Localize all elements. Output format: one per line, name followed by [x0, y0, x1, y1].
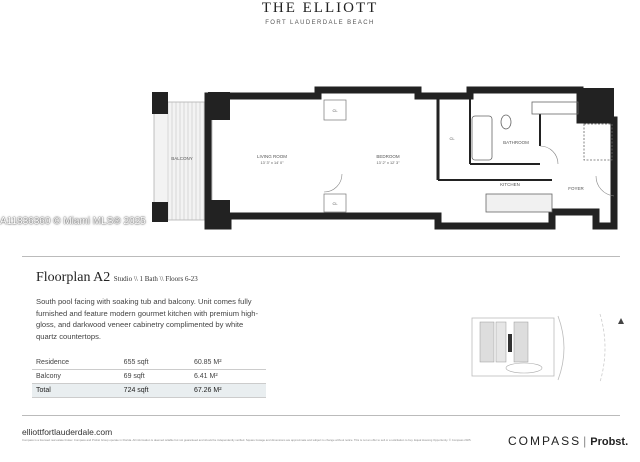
website-link[interactable]: elliottfortlauderdale.com	[22, 427, 113, 437]
table-row-total: Total 724 sqft 67.26 M²	[32, 383, 266, 398]
area-sqft: 69 sqft	[119, 369, 190, 384]
toilet	[500, 114, 512, 130]
mls-watermark: A11836360 © Miami MLS® 2025	[0, 216, 146, 227]
area-sqft: 724 sqft	[119, 383, 190, 398]
floor-plan: BALCONY LIVING ROOM 13' 3" x 14' 0" BEDR…	[152, 86, 618, 230]
legal-disclaimer: Compass is a licensed real estate broker…	[22, 438, 472, 442]
area-sqm: 60.85 M²	[189, 356, 266, 370]
room-label-closet-1: CL	[332, 108, 338, 113]
room-label-foyer: FOYER	[568, 186, 584, 191]
room-label-closet-2: CL	[332, 201, 338, 206]
room-label-kitchen: KITCHEN	[500, 182, 520, 187]
brokerage-logo: COMPASS|Probst.	[508, 434, 628, 448]
room-label-bathroom: BATHROOM	[503, 140, 529, 145]
brand-title: THE ELLIOTT	[261, 0, 379, 16]
room-label-balcony: BALCONY	[171, 156, 193, 161]
exterior-walls	[204, 86, 618, 230]
probst-logo: Probst.	[590, 436, 629, 448]
north-arrow-icon	[618, 318, 624, 324]
room-label-closet-3: CL	[449, 136, 455, 141]
balcony-railing	[167, 102, 209, 220]
floorplan-heading: Floorplan A2 Studio \\ 1 Bath \\ Floors …	[36, 270, 198, 286]
logo-separator: |	[583, 434, 589, 448]
key-plan	[471, 313, 624, 383]
shower	[583, 123, 613, 161]
room-label-living: LIVING ROOM	[257, 154, 287, 159]
area-table: Residence 655 sqft 60.85 M² Balcony 69 s…	[32, 356, 266, 398]
table-row: Balcony 69 sqft 6.41 M²	[32, 369, 266, 384]
floorplan-meta: Studio \\ 1 Bath \\ Floors 6-23	[113, 275, 198, 283]
room-dim-living: 13' 3" x 14' 0"	[261, 161, 285, 165]
area-label: Balcony	[32, 369, 120, 384]
area-label: Total	[32, 383, 120, 398]
floorplan-description: South pool facing with soaking tub and b…	[36, 297, 259, 341]
floorplan-title: Floorplan A2	[36, 270, 111, 285]
area-sqft: 655 sqft	[119, 356, 190, 370]
room-dim-bedroom: 13' 2" x 12' 3"	[377, 161, 401, 165]
room-label-bedroom: BEDROOM	[376, 154, 400, 159]
footer-divider	[22, 415, 620, 416]
section-divider	[22, 256, 620, 257]
kitchen-counter	[485, 193, 553, 213]
table-row: Residence 655 sqft 60.85 M²	[32, 356, 266, 370]
vanity	[531, 101, 579, 115]
balcony-area	[153, 101, 213, 221]
compass-logo: COMPASS	[508, 434, 582, 448]
bathtub	[471, 115, 493, 161]
brand-location: FORT LAUDERDALE BEACH	[265, 20, 375, 26]
area-sqm: 6.41 M²	[189, 369, 266, 384]
unit-highlight	[508, 334, 512, 352]
area-sqm: 67.26 M²	[189, 383, 266, 398]
area-label: Residence	[32, 356, 120, 370]
